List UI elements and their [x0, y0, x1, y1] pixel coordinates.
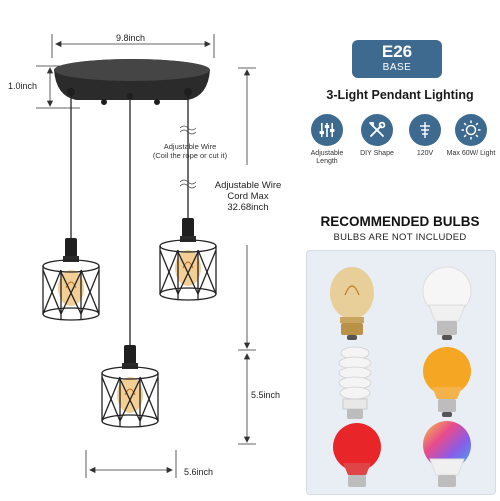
- right-cage-pendant: [159, 218, 217, 301]
- feature-label: 120V: [416, 150, 434, 157]
- feature-label: DIY Shape: [360, 150, 394, 157]
- width-dimension: [51, 34, 215, 58]
- feature-diy-shape: DIY Shape: [352, 114, 402, 158]
- recommended-bulbs-subtitle: BULBS ARE NOT INCLUDED: [333, 232, 467, 243]
- bulb-light-icon: [455, 114, 487, 146]
- spiral-cfl-bulb: [338, 346, 372, 419]
- bulb-grid: [330, 266, 472, 487]
- center-cage-pendant: [101, 345, 159, 428]
- red-bulb: [333, 423, 381, 487]
- cord-dimension: [238, 67, 256, 445]
- rgb-smart-bulb: [423, 421, 471, 487]
- feature-max-wattage: Max 60W/ Light: [446, 114, 496, 158]
- tools-icon: [361, 114, 393, 146]
- bulb-panel: [306, 250, 496, 495]
- wire-break-marks: [179, 125, 197, 189]
- orange-bulb: [423, 347, 471, 417]
- pendant-diagram: [36, 34, 256, 478]
- top-height-label: 1.0inch: [8, 81, 38, 91]
- adjustable-wire-note: (Coil the rope or cut it): [152, 150, 228, 160]
- feature-adjustable-length: Adjustable Length: [302, 114, 352, 167]
- feature-label: Max 60W/ Light: [446, 150, 496, 157]
- adjustable-wire-label: Adjustable Wire (Coil the rope or cut it…: [140, 142, 240, 160]
- e26-base-badge: E26 BASE: [352, 40, 442, 78]
- cord-length-label: Adjustable Wire Cord Max 32.68inch: [206, 180, 290, 214]
- cord-line3: 32.68inch: [227, 201, 269, 213]
- feature-label: Adjustable Length: [310, 150, 344, 166]
- width-label: 9.8inch: [116, 33, 146, 43]
- base-badge-line2: BASE: [382, 62, 412, 73]
- cords: [70, 96, 189, 345]
- cord-line2: Cord Max: [227, 190, 269, 202]
- vintage-edison-bulb: [330, 267, 374, 340]
- shade-width-dimension: [85, 450, 177, 478]
- feature-voltage: 120V: [400, 114, 450, 158]
- white-led-bulb: [422, 266, 472, 340]
- shade-height-label: 5.5inch: [251, 390, 281, 400]
- recommended-bulbs-title: RECOMMENDED BULBS: [320, 214, 480, 229]
- sliders-icon: [311, 114, 343, 146]
- voltage-icon: [409, 114, 441, 146]
- top-height-dimension: [36, 65, 80, 109]
- product-headline: 3-Light Pendant Lighting: [326, 88, 474, 102]
- shade-width-label: 5.6inch: [184, 467, 214, 477]
- left-cage-pendant: [42, 238, 100, 321]
- adjustable-wire-title: Adjustable Wire: [163, 142, 217, 151]
- cord-line1: Adjustable Wire: [214, 180, 282, 191]
- base-badge-line1: E26: [381, 42, 413, 61]
- ceiling-canopy: [54, 59, 210, 105]
